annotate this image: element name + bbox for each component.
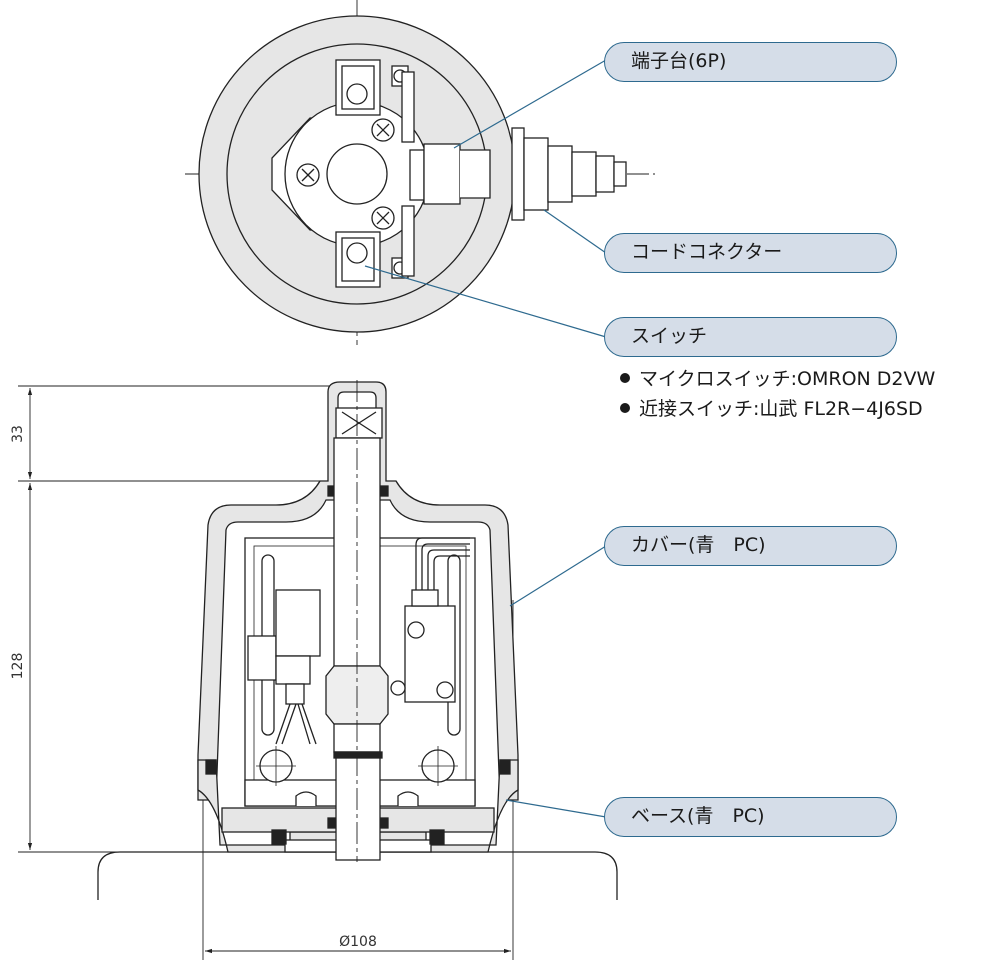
cord-connector	[511, 127, 627, 221]
leader-switch	[364, 265, 607, 338]
leader-base	[505, 799, 607, 818]
lower-switch-bracket	[335, 205, 415, 288]
micro-switch	[390, 537, 470, 703]
callout-switch: スイッチ	[604, 317, 897, 357]
dim-diameter-label: Ø108	[339, 934, 377, 950]
callout-cover: カバー(青 PC)	[604, 526, 897, 566]
proximity-switch	[247, 589, 321, 745]
section-view	[18, 380, 618, 960]
callout-cord-connector: コードコネクター	[604, 233, 897, 273]
leader-cover	[509, 545, 607, 607]
note-micro-switch-text: マイクロスイッチ:OMRON D2VW	[639, 368, 936, 390]
callout-base: ベース(青 PC)	[604, 797, 897, 837]
bullet-icon	[620, 403, 630, 413]
note-proximity-switch: 近接スイッチ:山武 FL2R−4J6SD	[620, 394, 923, 421]
mounting-holes	[256, 746, 458, 786]
note-proximity-switch-text: 近接スイッチ:山武 FL2R−4J6SD	[639, 398, 923, 420]
leader-lines	[364, 59, 607, 818]
dim-128-label: 128	[10, 653, 26, 680]
leader-terminal-block	[453, 59, 607, 149]
dim-33-label: 33	[10, 425, 26, 443]
leader-cord-connector	[543, 209, 607, 254]
note-micro-switch: マイクロスイッチ:OMRON D2VW	[620, 364, 935, 391]
upper-switch-bracket	[335, 59, 415, 143]
bullet-icon	[620, 373, 630, 383]
callout-terminal-block: 端子台(6P)	[604, 42, 897, 82]
screw-upper-right	[371, 118, 395, 142]
shaft-hole	[326, 143, 388, 205]
top-view	[185, 0, 655, 345]
screw-left	[296, 163, 320, 187]
screw-lower-right	[371, 206, 395, 230]
frame-tabs	[295, 791, 419, 806]
terminal-block	[409, 143, 491, 205]
